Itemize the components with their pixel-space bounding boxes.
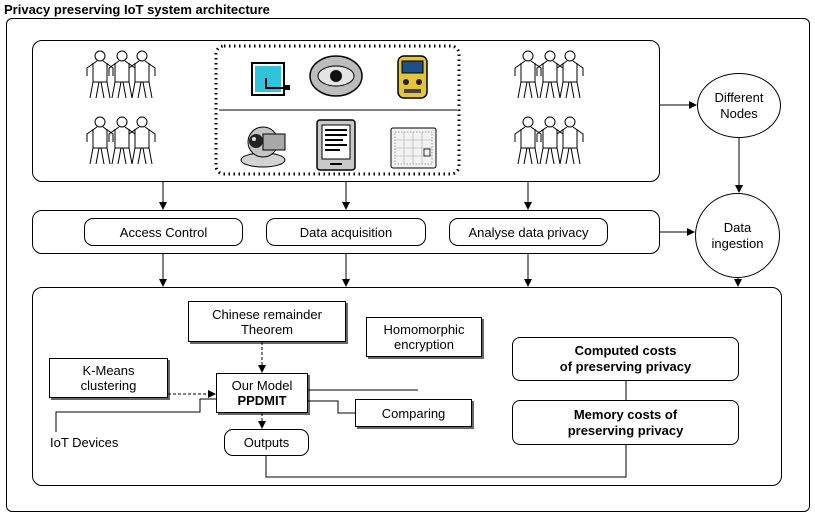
analyse-privacy-box: Analyse data privacy — [449, 218, 608, 246]
computed-line2: of preserving privacy — [559, 359, 692, 374]
comparing-box: Comparing — [355, 399, 472, 427]
crt-line1: Chinese remainder — [212, 306, 322, 322]
kmeans-box: K-Means clustering — [49, 358, 168, 398]
kmeans-line1: K-Means — [82, 363, 135, 378]
memory-costs-box: Memory costs of preserving privacy — [512, 400, 739, 445]
kmeans-line2: clustering — [80, 378, 137, 393]
computed-line1: Computed costs — [574, 343, 677, 358]
people-group-icon — [515, 51, 583, 98]
model-box: Our Model PPDMIT — [216, 373, 308, 413]
people-group-icon — [515, 117, 583, 164]
people-group-icon — [87, 117, 155, 164]
grid-panel-icon — [390, 127, 437, 169]
iot-devices-label: IoT Devices — [50, 435, 119, 450]
crt-box: Chinese remainder Theorem — [188, 301, 346, 342]
diagram-title: Privacy preserving IoT system architectu… — [4, 2, 270, 17]
memory-line2: preserving privacy — [567, 422, 684, 438]
computed-costs-box: Computed costs of preserving privacy — [512, 337, 739, 381]
homomorphic-line2: encryption — [394, 337, 454, 352]
different-nodes-circle: Different Nodes — [697, 73, 781, 138]
model-line2: PPDMIT — [237, 393, 287, 408]
ereader-icon — [316, 119, 356, 171]
touchscreen-icon — [251, 62, 290, 96]
crt-line2: Theorem — [240, 321, 294, 337]
pda-icon — [397, 55, 428, 99]
model-line1: Our Model — [231, 378, 293, 393]
people-group-icon — [87, 51, 155, 98]
eye-lens-icon — [309, 55, 363, 97]
outputs-box: Outputs — [224, 429, 309, 456]
homomorphic-box: Homomorphic encryption — [366, 317, 482, 357]
memory-line1: Memory costs of — [573, 406, 678, 422]
data-acquisition-box: Data acquisition — [266, 218, 426, 246]
webcam-icon — [240, 126, 286, 168]
data-ingestion-circle: Data ingestion — [695, 193, 780, 278]
access-control-box: Access Control — [84, 218, 243, 246]
outer-frame — [6, 18, 810, 512]
homomorphic-line1: Homomorphic — [383, 322, 465, 337]
